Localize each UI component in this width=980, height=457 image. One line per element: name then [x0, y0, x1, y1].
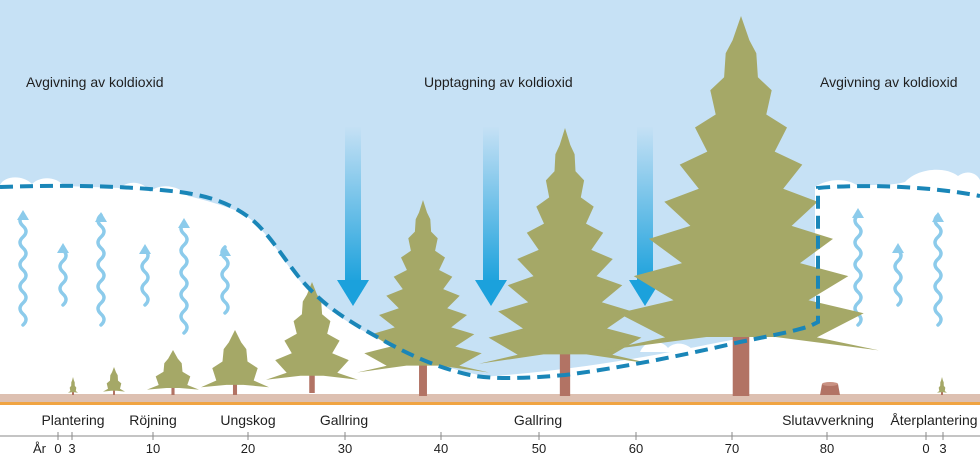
- stage-label-plantering: Plantering: [41, 412, 104, 428]
- co2-release-arrow: [219, 245, 231, 315]
- spruce-tree: [937, 377, 947, 395]
- co2-release-arrow: [178, 218, 190, 335]
- spruce-tree: [147, 350, 199, 395]
- co2-release-arrow: [932, 212, 944, 327]
- stage-label-gallring-1: Gallring: [320, 412, 368, 428]
- tree-stump: [820, 382, 840, 395]
- co2-release-arrows: [17, 208, 944, 335]
- co2-release-arrow: [57, 243, 69, 307]
- label-co2-release-left: Avgivning av koldioxid: [26, 74, 164, 90]
- year-tick-label: 80: [820, 441, 834, 456]
- uptake-arrow: [337, 126, 369, 306]
- co2-release-arrow: [852, 208, 864, 327]
- year-tick-label: 0: [54, 441, 61, 456]
- year-axis-ticks: [57, 432, 944, 440]
- spruce-tree: [603, 16, 879, 396]
- ground-line: [0, 402, 980, 405]
- stage-label-gallring-2: Gallring: [514, 412, 562, 428]
- uptake-arrow: [475, 126, 507, 306]
- year-axis-prefix: År: [33, 441, 47, 456]
- stage-label-slutavverkning: Slutavverkning: [782, 412, 874, 428]
- spruce-tree: [357, 200, 489, 396]
- year-tick-label: 10: [146, 441, 160, 456]
- co2-release-arrow: [95, 212, 107, 327]
- spruce-tree: [201, 330, 269, 395]
- co2-balance-dashed-line: [0, 183, 980, 381]
- co2-uptake-arrows: [337, 126, 661, 306]
- label-co2-release-right: Avgivning av koldioxid: [820, 74, 958, 90]
- co2-release-arrow: [17, 210, 29, 327]
- left-release-area: [0, 177, 490, 400]
- year-tick-label: 3: [939, 441, 946, 456]
- co2-release-arrow: [892, 243, 904, 307]
- year-tick-label: 20: [241, 441, 255, 456]
- year-tick-label: 60: [629, 441, 643, 456]
- year-tick-label: 40: [434, 441, 448, 456]
- co2-release-arrow: [139, 244, 151, 307]
- year-tick-label: 70: [725, 441, 739, 456]
- spruce-tree: [479, 128, 651, 396]
- stage-label-ungskog: Ungskog: [220, 412, 275, 428]
- tree-growth-sequence: [68, 16, 947, 396]
- spruce-tree: [103, 367, 125, 395]
- year-tick-label: 3: [68, 441, 75, 456]
- stage-label-aterplantering: Återplantering: [890, 412, 977, 428]
- spruce-tree: [68, 377, 78, 395]
- ground: [0, 394, 980, 403]
- year-tick-label: 0: [922, 441, 929, 456]
- spruce-tree: [266, 282, 358, 393]
- year-tick-label: 30: [338, 441, 352, 456]
- year-tick-label: 50: [532, 441, 546, 456]
- stage-label-rojning: Röjning: [129, 412, 176, 428]
- label-co2-uptake: Upptagning av koldioxid: [424, 74, 573, 90]
